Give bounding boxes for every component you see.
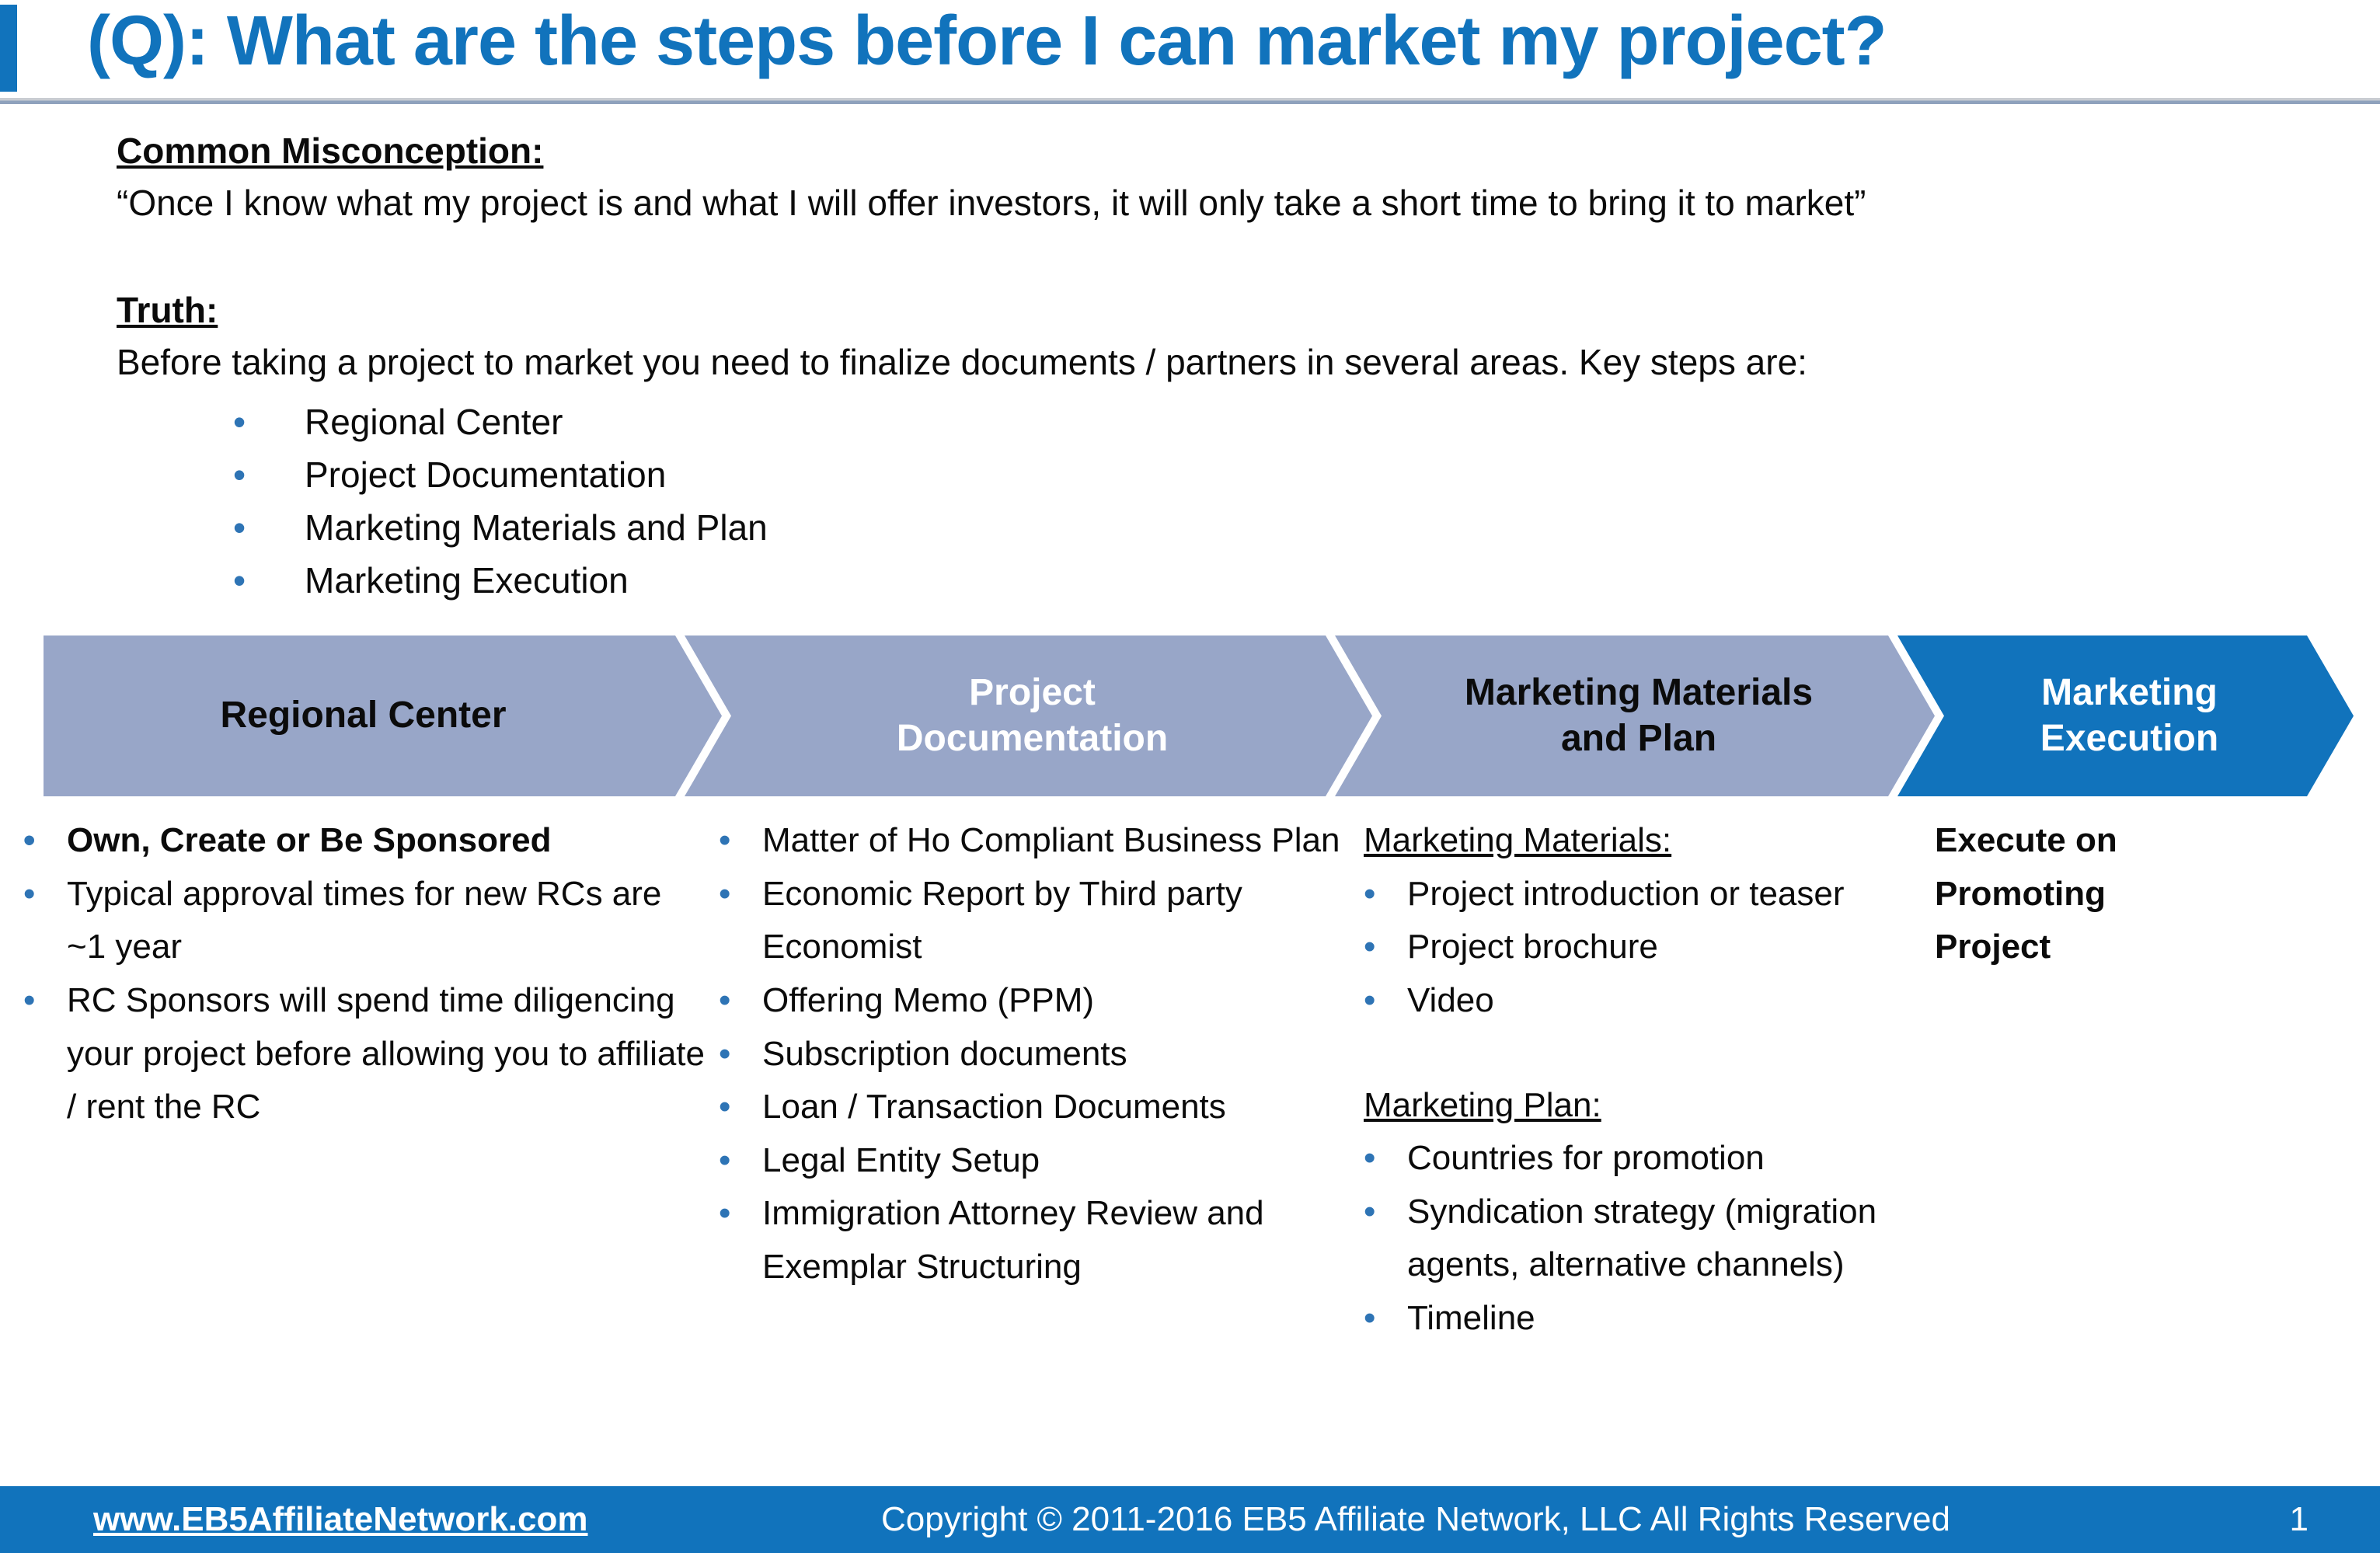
chevron-regional-center: Regional Center [44,635,722,796]
chevron-marketing-execution: Marketing Execution [1897,635,2354,796]
list-item: Legal Entity Setup [719,1134,1356,1188]
list-item: Syndication strategy (migration agents, … [1364,1186,1880,1292]
list-item: Countries for promotion [1364,1132,1880,1186]
list-item: Project brochure [1364,921,1880,974]
misconception-text: “Once I know what my project is and what… [117,183,1866,224]
list-item: Matter of Ho Compliant Business Plan [719,814,1356,868]
key-steps-list: Regional Center Project Documentation Ma… [233,395,2339,607]
process-chevron-band: Regional Center Project Documentation Ma… [44,635,2355,796]
list-item: Subscription documents [719,1028,1356,1081]
chevron-project-documentation: Project Documentation [685,635,1372,796]
list-item: Economic Report by Third party Economist [719,868,1356,974]
list-item: RC Sponsors will spend time diligencing … [23,974,707,1134]
footer-bar: www.EB5AffiliateNetwork.com Copyright © … [0,1486,2380,1553]
marketing-plan-heading: Marketing Plan: [1364,1085,1601,1124]
marketing-materials-heading: Marketing Materials: [1364,821,1672,859]
misconception-heading: Common Misconception: [117,131,544,171]
column-regional-center: Own, Create or Be Sponsored Typical appr… [23,814,707,1134]
page-title: (Q): What are the steps before I can mar… [87,2,1887,80]
project-documentation-list: Matter of Ho Compliant Business Plan Eco… [719,814,1356,1294]
list-item: Own, Create or Be Sponsored [23,814,707,868]
list-item: Video [1364,974,1880,1028]
copyright-text: Copyright © 2011-2016 EB5 Affiliate Netw… [881,1500,1950,1538]
key-step-item: Project Documentation [233,448,2339,501]
list-item: Offering Memo (PPM) [719,974,1356,1028]
marketing-plan-list: Countries for promotion Syndication stra… [1364,1132,1880,1346]
list-item: Timeline [1364,1292,1880,1346]
chevron-label: Marketing Execution [2040,671,2219,759]
chevron-label: Regional Center [220,695,507,736]
chevron-label: Marketing Materials and Plan [1464,671,1814,759]
column-marketing-execution: Execute on Promoting Project [1935,814,2214,974]
key-step-item: Marketing Materials and Plan [233,501,2339,554]
left-accent-bar [0,5,17,92]
list-item: Loan / Transaction Documents [719,1081,1356,1134]
key-step-item: Marketing Execution [233,554,2339,607]
regional-center-list: Own, Create or Be Sponsored Typical appr… [23,814,707,1134]
truth-text: Before taking a project to market you ne… [117,341,1807,382]
key-step-item: Regional Center [233,395,2339,448]
column-marketing-materials-plan: Marketing Materials: Project introductio… [1364,814,1880,1346]
list-item: Typical approval times for new RCs are ~… [23,868,707,974]
marketing-materials-list: Project introduction or teaser Project b… [1364,868,1880,1028]
truth-heading: Truth: [117,289,218,330]
list-item: Project introduction or teaser [1364,868,1880,921]
chevron-label: Project Documentation [896,671,1169,759]
column-project-documentation: Matter of Ho Compliant Business Plan Eco… [719,814,1356,1294]
website-link[interactable]: www.EB5AffiliateNetwork.com [93,1500,588,1538]
marketing-execution-text: Execute on Promoting Project [1935,821,2117,966]
title-divider [0,98,2380,104]
list-item: Immigration Attorney Review and Exemplar… [719,1187,1356,1294]
page-number: 1 [2289,1500,2309,1538]
chevron-marketing-materials-plan: Marketing Materials and Plan [1335,635,1935,796]
intro-section: Common Misconception: “Once I know what … [117,126,2339,607]
